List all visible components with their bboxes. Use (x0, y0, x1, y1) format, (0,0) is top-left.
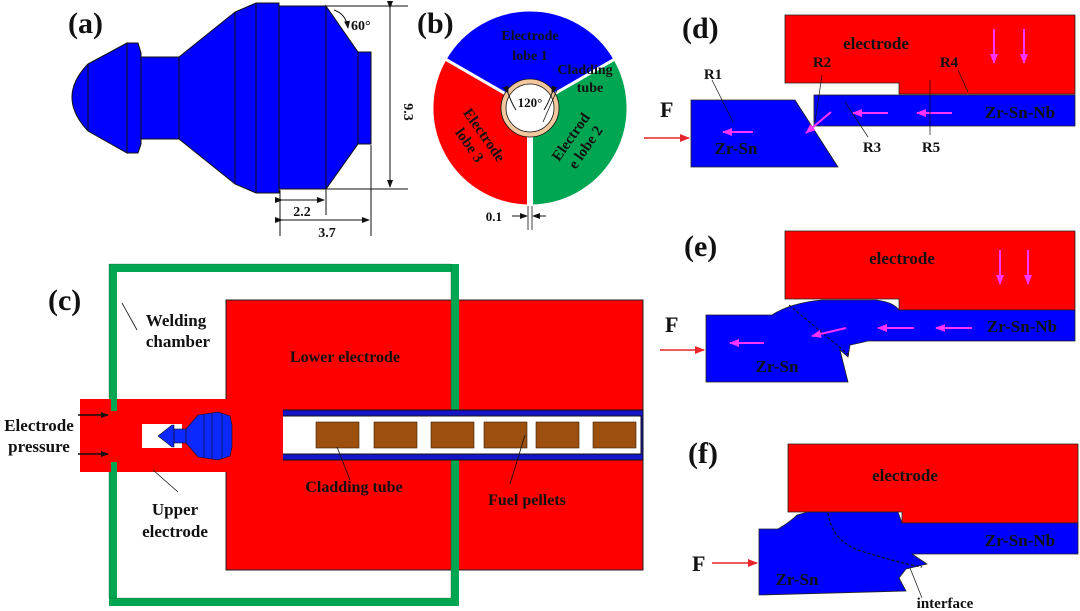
zr-sn-nb-label: Zr-Sn-Nb (985, 531, 1055, 550)
fuel-pellet (535, 421, 580, 449)
tool-body (278, 5, 327, 190)
panel-f-label: (f) (688, 437, 718, 470)
cladding-label-line2: tube (577, 81, 603, 96)
zr-sn-label: Zr-Sn (776, 570, 819, 589)
interface-label: interface (917, 596, 974, 611)
cladding-tube-label: Cladding tube (305, 479, 402, 496)
tool-cone (178, 2, 280, 194)
zr-sn-label: Zr-Sn (756, 357, 799, 376)
dimension-lines (275, 1, 408, 236)
region-r1: R1 (704, 67, 722, 83)
lobe-1-label-line2: lobe 1 (512, 49, 547, 64)
fuel-pellets-label: Fuel pellets (488, 492, 566, 509)
panel-d-label: (d) (682, 12, 719, 45)
electrode-block (784, 230, 1076, 311)
lower-electrode-top (225, 299, 644, 413)
electrode-pressure-label-line1: Electrode (4, 416, 74, 435)
panel-a-label: (a) (68, 7, 103, 40)
fuel-pellet (430, 421, 475, 449)
panel-c-label: (c) (48, 284, 81, 317)
tool-neck (140, 56, 180, 140)
angle-120-label: 120° (518, 95, 543, 110)
cladding-label-line1: Cladding (557, 63, 612, 78)
upper-electrode-label-line1: Upper (152, 500, 199, 519)
width-2-2-label: 2.2 (293, 205, 311, 220)
fuel-pellet (315, 421, 360, 449)
electrode-block (784, 14, 1076, 95)
tool-nose (71, 42, 128, 154)
lobe-1-label-line1: Electrode (501, 29, 558, 44)
interface-line (788, 304, 851, 357)
gap-label: 0.1 (486, 209, 502, 224)
deformed-zr-material (705, 299, 1076, 383)
electrode-pressure-label-line2: pressure (8, 437, 70, 456)
zr-sn-plate (690, 99, 839, 168)
panel-e: (e) electrode F Zr-Sn Zr-Sn-Nb (660, 230, 1076, 383)
tool-collar (126, 42, 142, 154)
force-label: F (660, 97, 673, 122)
zr-sn-label: Zr-Sn (715, 139, 758, 158)
electrode-label: electrode (843, 34, 909, 53)
flow-arrows (722, 29, 1028, 136)
electrode-lobes (430, 8, 630, 230)
region-r5: R5 (922, 140, 940, 156)
welding-chamber-label-line2: chamber (146, 332, 211, 351)
force-label: F (665, 312, 678, 337)
region-r2: R2 (813, 55, 831, 71)
interface-line (827, 512, 923, 568)
panel-a: (a) 60° 9.3 2.2 3 (68, 1, 415, 241)
electrode-label: electrode (872, 466, 938, 485)
height-9-3-label: 9.3 (400, 103, 415, 121)
panel-d: (d) electrode F Zr-Sn Zr-Sn-Nb R1 R2 R3 … (644, 12, 1076, 168)
panel-c: (c) Welding chamber (4, 263, 644, 606)
electrode-tool-small (157, 411, 233, 461)
angle-60-label: 60° (351, 19, 371, 34)
interface-leader (909, 567, 923, 599)
fuel-pellet (483, 421, 528, 449)
upper-electrode-label-line2: electrode (142, 522, 208, 541)
welding-chamber-label-line1: Welding (146, 311, 207, 330)
electrode-tool-profile (71, 2, 372, 194)
panel-f: (f) electrode F Zr-Sn Zr-Sn-Nb interface (688, 437, 1079, 611)
deformed-zr-material (758, 511, 1079, 596)
region-r3: R3 (863, 140, 881, 156)
panel-b-label: (b) (417, 7, 454, 40)
panel-b: (b) Electrode lobe 1 Cladding tube 120° … (417, 7, 630, 230)
fuel-pellets (315, 421, 637, 449)
force-label: F (692, 551, 705, 576)
electrode-label: electrode (869, 249, 935, 268)
tool-tip (357, 51, 372, 145)
width-3-7-label: 3.7 (318, 226, 336, 241)
fuel-pellet (373, 421, 418, 449)
lower-electrode-bottom (225, 457, 644, 571)
lower-electrode-label: Lower electrode (290, 349, 400, 366)
panel-e-label: (e) (684, 230, 717, 263)
zr-sn-nb-label: Zr-Sn-Nb (987, 317, 1057, 336)
region-r4: R4 (940, 55, 959, 71)
cladding-tube-bore (505, 83, 555, 133)
region-leaders (711, 69, 969, 138)
zr-sn-nb-label: Zr-Sn-Nb (985, 103, 1055, 122)
flow-arrows (729, 250, 1032, 347)
fuel-pellet (592, 421, 637, 449)
